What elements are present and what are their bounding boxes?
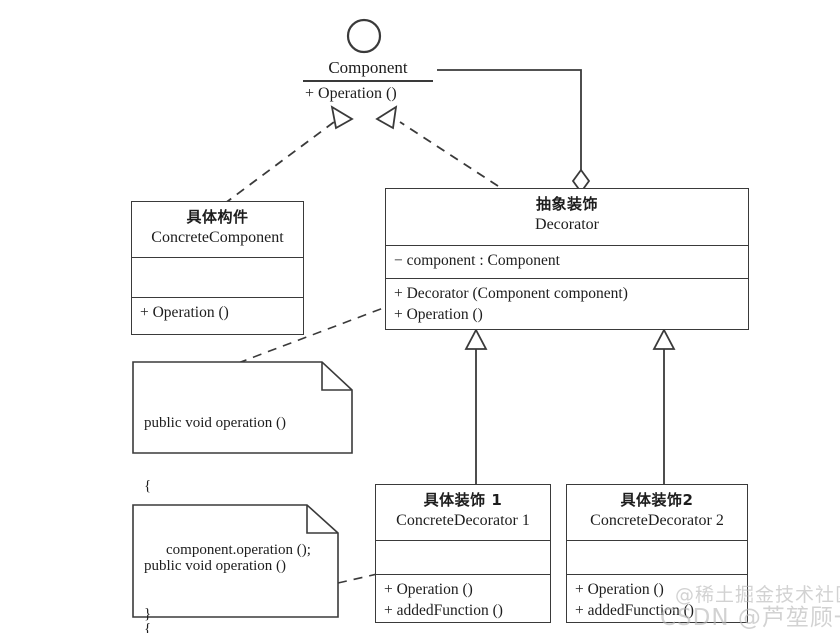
decorator-title-zh: 抽象装饰 — [535, 195, 598, 213]
interface-operation-label: + Operation () — [305, 85, 397, 102]
decorator-methods: + Decorator (Component component) + Oper… — [386, 279, 748, 331]
class-box-concrete-decorator-1[interactable]: 具体装饰 1 ConcreteDecorator 1 + Operation (… — [375, 484, 551, 623]
note-decorator-line-1: public void operation () — [144, 414, 287, 431]
concrete-decorator-1-methods: + Operation () + addedFunction () — [376, 575, 550, 624]
class-box-decorator[interactable]: 抽象装饰 Decorator − component : Component +… — [385, 188, 749, 330]
note-decorator-code[interactable]: public void operation () { component.ope… — [133, 362, 352, 623]
note-concrete-decorator-line-2: { — [144, 621, 152, 633]
concrete-decorator-2-title: 具体装饰2 ConcreteDecorator 2 — [567, 485, 747, 541]
concrete-component-title-zh: 具体构件 — [186, 208, 249, 226]
note-concrete-decorator-line-1: public void operation () — [144, 557, 287, 574]
decorator-attributes: − component : Component — [386, 246, 748, 279]
concrete-decorator-2-title-zh: 具体装饰2 — [620, 491, 694, 509]
hollow-triangle-cd2 — [652, 328, 676, 350]
aggregation-line — [437, 69, 582, 170]
note-concrete-decorator-code-text: public void operation () { super.operati… — [133, 505, 338, 633]
class-box-concrete-decorator-2[interactable]: 具体装饰2 ConcreteDecorator 2 + Operation ()… — [566, 484, 748, 623]
concrete-decorator-2-attributes — [567, 541, 747, 575]
concrete-component-method-1: + Operation () — [140, 304, 229, 321]
concrete-decorator-2-method-2: + addedFunction () — [575, 601, 694, 619]
note-decorator-line-2: { — [144, 478, 152, 495]
concrete-decorator-2-methods: + Operation () + addedFunction () — [567, 575, 747, 624]
concrete-component-title: 具体构件 ConcreteComponent — [132, 202, 303, 258]
decorator-title-en: Decorator — [535, 216, 599, 234]
decorator-method-1: + Decorator (Component component) — [394, 285, 628, 302]
decorator-title: 抽象装饰 Decorator — [386, 189, 748, 246]
decorator-attribute-1: − component : Component — [394, 252, 560, 269]
concrete-decorator-2-title-en: ConcreteDecorator 2 — [590, 512, 724, 530]
note-concrete-decorator-code[interactable]: public void operation () { super.operati… — [133, 505, 338, 633]
hollow-triangle-cd1 — [464, 328, 488, 350]
interface-circle-icon — [346, 18, 382, 54]
concrete-decorator-1-method-2: + addedFunction () — [384, 601, 503, 619]
class-box-concrete-component[interactable]: 具体构件 ConcreteComponent + Operation () — [131, 201, 304, 335]
concrete-component-attributes — [132, 258, 303, 298]
interface-name-label: Component — [303, 58, 433, 82]
concrete-component-title-en: ConcreteComponent — [151, 229, 284, 247]
hollow-triangle-concretecomponent — [330, 105, 354, 130]
concrete-decorator-1-title-zh: 具体装饰 1 — [423, 491, 503, 509]
decorator-method-2: + Operation () — [394, 305, 483, 323]
concrete-decorator-1-attributes — [376, 541, 550, 575]
concrete-decorator-1-title-en: ConcreteDecorator 1 — [396, 512, 530, 530]
concrete-decorator-2-method-1: + Operation () — [575, 581, 664, 598]
realization-line-concretecomponent — [223, 121, 335, 205]
concrete-decorator-1-method-1: + Operation () — [384, 581, 473, 598]
concrete-decorator-1-title: 具体装饰 1 ConcreteDecorator 1 — [376, 485, 550, 541]
hollow-triangle-decorator — [375, 105, 398, 130]
interface-component[interactable]: Component + Operation () — [303, 58, 433, 103]
concrete-component-methods: + Operation () — [132, 298, 303, 336]
realization-line-decorator — [399, 121, 499, 187]
